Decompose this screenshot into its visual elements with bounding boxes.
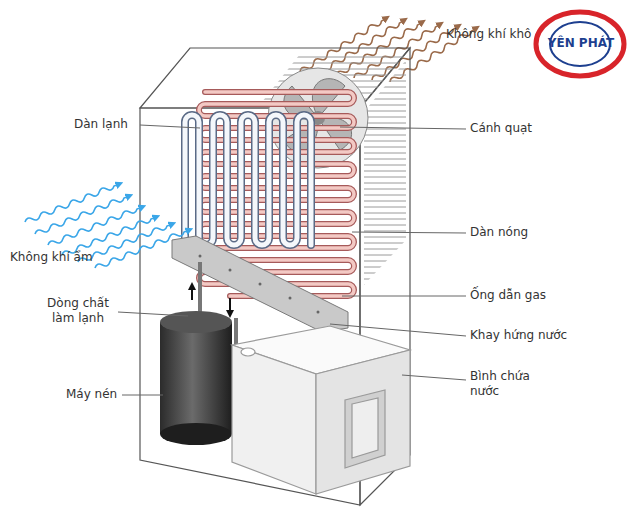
evaporator-coil-highlight	[185, 115, 311, 245]
air-label: Không khí ẩm	[10, 250, 120, 265]
water-drops	[199, 255, 320, 314]
air-wave	[24, 181, 120, 224]
side-grille	[364, 60, 406, 285]
evaporator-coil	[185, 115, 311, 245]
logo-ring	[536, 12, 624, 76]
part-name: Dàn lạnh	[74, 117, 144, 132]
compressor	[160, 311, 232, 445]
air-label: Không khí khô	[446, 27, 556, 42]
part-name: Khay hứng nước	[470, 328, 590, 343]
part-name: Dòng chất làm lạnh	[38, 296, 118, 326]
part-name: Dàn nóng	[470, 225, 560, 240]
part-name: Bình chứa nước	[470, 369, 540, 399]
air-wave	[34, 193, 130, 236]
part-name: Ống dẫn gas	[470, 288, 580, 303]
logo-text: YÊN PHÁT	[540, 36, 622, 51]
part-name: Cánh quạt	[470, 121, 560, 136]
part-name: Máy nén	[66, 387, 126, 402]
flow-arrow-up	[191, 286, 193, 300]
leader-lines	[118, 125, 466, 395]
cabinet-outline	[140, 48, 410, 505]
flow-arrow-down	[229, 298, 231, 314]
water-tank	[232, 326, 410, 494]
